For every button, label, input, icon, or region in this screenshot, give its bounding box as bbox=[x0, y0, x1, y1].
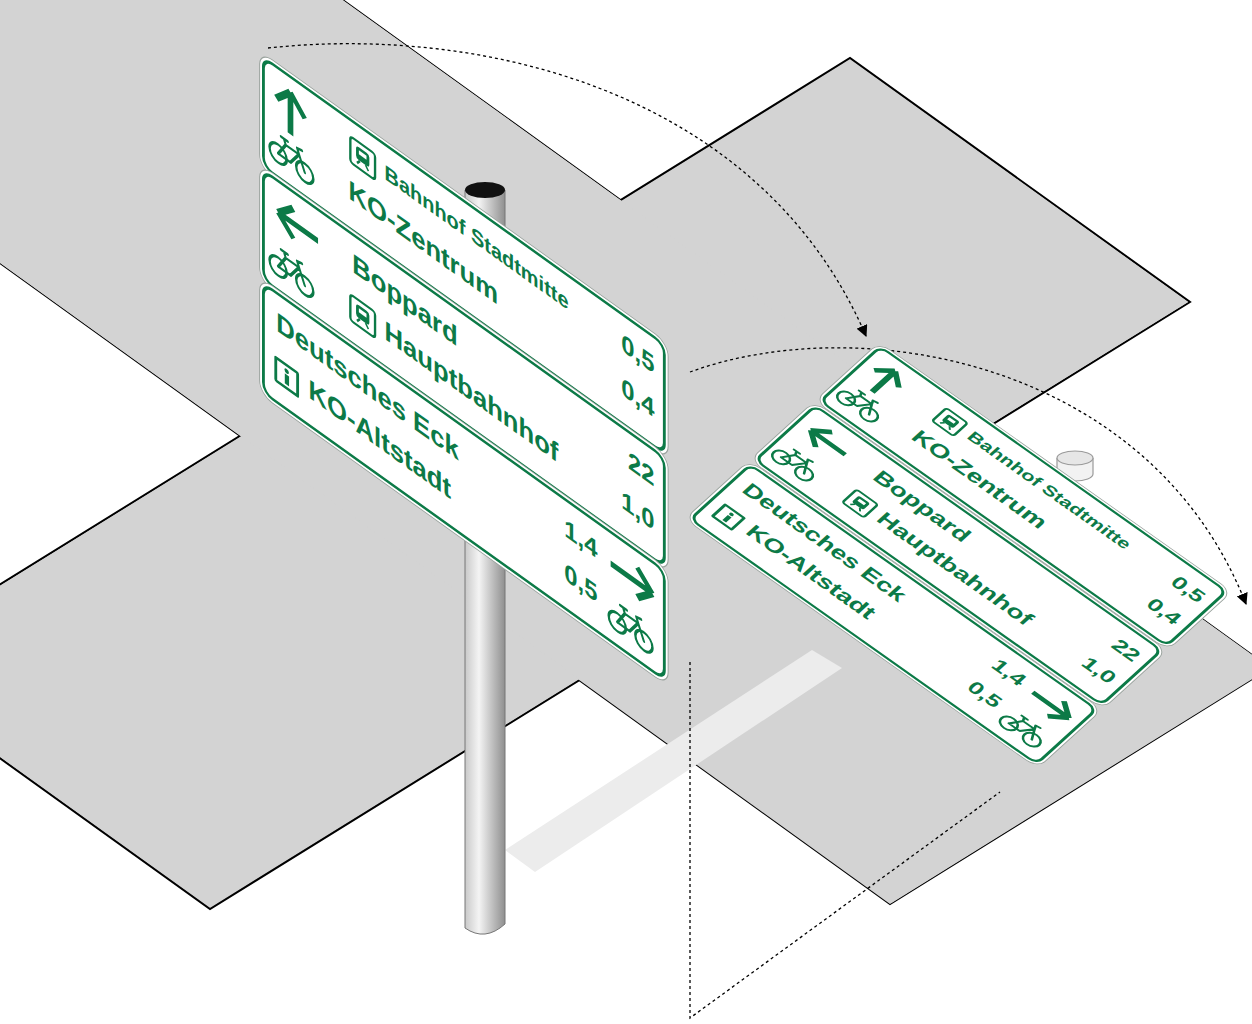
distance-km: 0,4 bbox=[1142, 594, 1186, 629]
distance-km: 0,5 bbox=[963, 677, 1007, 712]
rotation-arc bbox=[268, 44, 1246, 1018]
distance-km: 1,0 bbox=[1077, 653, 1121, 688]
distance-km: 0,4 bbox=[621, 371, 654, 423]
distance-km: 1,4 bbox=[564, 512, 597, 564]
distance-km: 22 bbox=[1107, 635, 1146, 666]
road-outline bbox=[0, 0, 1252, 909]
distance-km: 0,5 bbox=[1166, 572, 1210, 607]
road-fill bbox=[0, 0, 1252, 903]
distance-km: 22 bbox=[628, 445, 654, 493]
distance-km: 0,5 bbox=[621, 327, 654, 379]
distance-km: 0,5 bbox=[564, 556, 597, 608]
post-shadow bbox=[505, 650, 842, 872]
distance-km: 1,4 bbox=[987, 655, 1031, 690]
road-fill bbox=[0, 0, 1252, 907]
distance-km: 1,0 bbox=[621, 484, 654, 536]
